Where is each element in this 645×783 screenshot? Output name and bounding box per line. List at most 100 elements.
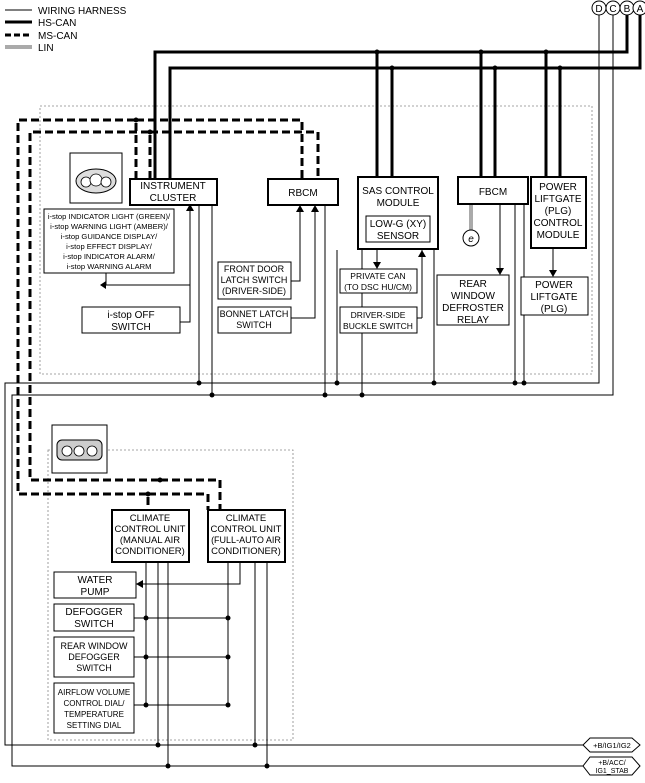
istop-off-switch-box: i-stop OFF SWITCH — [81, 306, 181, 334]
buckle-label-1: DRIVER-SIDE — [351, 310, 406, 320]
plg-control-module: POWER LIFTGATE (PLG) CONTROL MODULE — [530, 176, 587, 249]
power-wires — [4, 15, 614, 767]
plg-module-label-4: CONTROL — [534, 218, 583, 229]
climate-control-manual-module: CLIMATE CONTROL UNIT (MANUAL AIR CONDITI… — [111, 509, 190, 563]
defroster-label-1: REAR — [459, 279, 487, 290]
power-terminal-ig: +B/IG1/IG2 — [582, 737, 641, 753]
cc-manual-label-4: CONDITIONER) — [115, 546, 185, 557]
water-pump-label-1: WATER — [78, 575, 113, 586]
ground-symbol: e — [462, 229, 480, 247]
connector-a-label: A — [637, 4, 644, 15]
private-can-label-1: PRIVATE CAN — [350, 271, 405, 281]
rear-defogger-label-3: SWITCH — [76, 663, 112, 673]
legend-wiring-harness: WIRING HARNESS — [38, 6, 127, 17]
istop-display-line-6: i-stop WARNING ALARM — [67, 262, 152, 271]
bonnet-label-1: BONNET LATCH — [220, 309, 289, 319]
sas-label-2: MODULE — [377, 198, 420, 209]
cluster-illustration — [69, 152, 123, 204]
bonnet-latch-switch-box: BONNET LATCH SWITCH — [217, 306, 292, 334]
rear-defogger-label-2: DEFOGGER — [68, 652, 120, 662]
plg-label-1: POWER — [535, 280, 573, 291]
airflow-label-2: CONTROL DIAL/ — [63, 699, 125, 708]
fbcm-module: FBCM — [457, 176, 529, 205]
lower-zone — [47, 449, 294, 741]
cc-auto-label-2: CONTROL UNIT — [211, 524, 282, 535]
fbcm-label: FBCM — [479, 187, 507, 198]
rear-window-defogger-switch-box: REAR WINDOW DEFOGGER SWITCH — [53, 636, 135, 678]
plg-module-label-1: POWER — [539, 182, 577, 193]
climate-control-auto-module: CLIMATE CONTROL UNIT (FULL-AUTO AIR COND… — [207, 509, 286, 563]
legend: WIRING HARNESS HS-CAN MS-CAN LIN — [5, 6, 127, 54]
power-acc-label-1: +B/ACC/ — [598, 760, 625, 767]
power-terminal-acc: +B/ACC/ IG1_STAB — [582, 756, 641, 776]
lower-wiring — [134, 555, 270, 769]
cc-manual-label-1: CLIMATE — [130, 513, 170, 524]
istop-display-line-2: i-stop WARNING LIGHT (AMBER)/ — [50, 222, 169, 231]
legend-ms-can: MS-CAN — [38, 31, 77, 42]
istop-off-label-2: SWITCH — [111, 322, 150, 333]
sas-control-module: SAS CONTROL MODULE LOW-G (XY) SENSOR — [357, 176, 439, 250]
power-ig-label: +B/IG1/IG2 — [593, 741, 631, 750]
connector-b-label: B — [624, 4, 631, 15]
airflow-label-1: AIRFLOW VOLUME — [58, 688, 130, 697]
legend-hs-can: HS-CAN — [38, 18, 76, 29]
plg-label-3: (PLG) — [541, 304, 568, 315]
cc-manual-label-3: (MANUAL AIR — [120, 535, 180, 546]
upper-wiring — [100, 204, 557, 398]
airflow-volume-dial-box: AIRFLOW VOLUME CONTROL DIAL/ TEMPERATURE… — [53, 682, 135, 734]
istop-display-line-5: i-stop INDICATOR ALARM/ — [63, 252, 156, 261]
defroster-label-4: RELAY — [457, 315, 489, 326]
low-g-label-1: LOW-G (XY) — [370, 219, 426, 230]
low-g-label-2: SENSOR — [377, 231, 419, 242]
driver-side-buckle-switch-box: DRIVER-SIDE BUCKLE SWITCH — [339, 306, 418, 334]
rear-defogger-label-1: REAR WINDOW — [61, 641, 129, 651]
instrument-cluster-label-2: CLUSTER — [150, 193, 197, 204]
bonnet-label-2: SWITCH — [236, 320, 272, 330]
buckle-label-2: BUCKLE SWITCH — [343, 321, 413, 331]
climate-panel-illustration — [51, 424, 108, 474]
connectors: D C B A — [591, 0, 645, 16]
sas-label-1: SAS CONTROL — [362, 186, 434, 197]
istop-display-line-1: i-stop INDICATOR LIGHT (GREEN)/ — [48, 212, 171, 221]
istop-display-line-4: i-stop EFFECT DISPLAY/ — [66, 242, 153, 251]
power-acc-label-2: IG1_STAB — [596, 768, 629, 775]
cc-auto-label-4: CONDITIONER) — [211, 546, 281, 557]
plg-module-label-3: (PLG) — [545, 206, 572, 217]
legend-lin: LIN — [38, 43, 54, 54]
front-door-label-1: FRONT DOOR — [224, 264, 285, 274]
upper-zone — [39, 105, 593, 375]
airflow-label-4: SETTING DIAL — [67, 721, 122, 730]
plg-module-label-5: MODULE — [537, 230, 580, 241]
water-pump-label-2: PUMP — [81, 587, 110, 598]
water-pump-box: WATER PUMP — [53, 571, 137, 599]
ms-can-bus — [16, 117, 320, 510]
plg-label-2: LIFTGATE — [530, 292, 577, 303]
defroster-label-2: WINDOW — [451, 291, 495, 302]
front-door-latch-switch-box: FRONT DOOR LATCH SWITCH (DRIVER-SIDE) — [217, 261, 292, 300]
cc-manual-label-2: CONTROL UNIT — [115, 524, 186, 535]
rbcm-label: RBCM — [288, 188, 317, 199]
istop-display-box: i-stop INDICATOR LIGHT (GREEN)/ i-stop W… — [43, 208, 175, 274]
ground-label: e — [468, 234, 474, 245]
hs-can-bus — [153, 15, 642, 179]
defogger-switch-box: DEFOGGER SWITCH — [53, 603, 135, 632]
instrument-cluster-module: INSTRUMENT CLUSTER — [129, 178, 218, 206]
cc-auto-label-1: CLIMATE — [226, 513, 266, 524]
front-door-label-3: (DRIVER-SIDE) — [222, 286, 286, 296]
airflow-label-3: TEMPERATURE — [64, 710, 124, 719]
defogger-label-2: SWITCH — [74, 619, 113, 630]
front-door-label-2: LATCH SWITCH — [221, 275, 288, 285]
connector-d-label: D — [595, 4, 602, 15]
connector-c-label: C — [609, 4, 616, 15]
low-g-sensor — [365, 215, 431, 243]
cc-auto-label-3: (FULL-AUTO AIR — [211, 535, 281, 545]
rear-window-defroster-relay-box: REAR WINDOW DEFROSTER RELAY — [436, 274, 510, 326]
defogger-label-1: DEFOGGER — [65, 607, 122, 618]
rbcm-module: RBCM — [267, 178, 339, 206]
power-liftgate-box: POWER LIFTGATE (PLG) — [520, 276, 589, 316]
private-can-box: PRIVATE CAN (TO DSC HU/CM) — [339, 268, 418, 294]
defroster-label-3: DEFROSTER — [442, 303, 504, 314]
istop-display-line-3: i-stop GUIDANCE DISPLAY/ — [61, 232, 158, 241]
